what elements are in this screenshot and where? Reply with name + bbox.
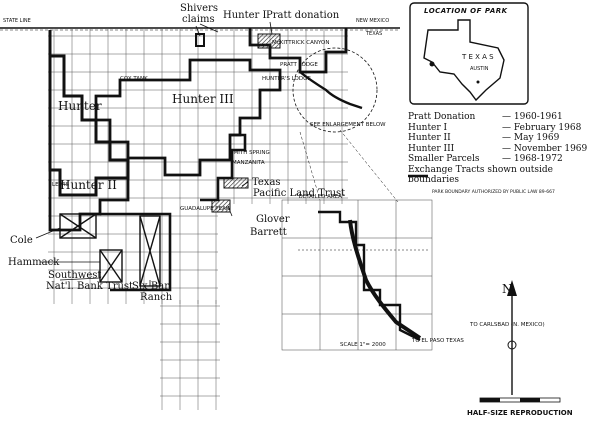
inset-austin-label: AUSTIN: [470, 66, 489, 72]
six-bar-label: Six-Bar: [132, 281, 169, 292]
enlargement-grid: [281, 199, 433, 351]
scale-label: SCALE 1"= 2000: [340, 342, 386, 348]
ranch-label: Ranch: [140, 292, 173, 303]
barrett-label: Barrett: [250, 227, 287, 238]
natl-bank-label: Nat'l. Bank Trust: [46, 281, 134, 292]
legend-key: Hunter I: [408, 122, 448, 133]
pacific-land-trust-label: Pacific Land Trust: [253, 188, 346, 199]
hunter-ii-label: Hunter II: [60, 178, 117, 192]
legend: Pratt Donation — 1960-1961 Hunter I — Febr…: [408, 112, 596, 198]
cole-label: Cole: [10, 235, 33, 246]
enlargement-canyon: [348, 219, 422, 340]
hunter-iii-label: Hunter III: [172, 92, 234, 106]
scale-bar: [479, 397, 561, 403]
glover-label: Glover: [256, 214, 290, 225]
legend-value: — 1960-1961: [502, 112, 563, 122]
shivers-claims-parcel: [195, 33, 205, 47]
section-grid: [48, 28, 348, 410]
detailed-area-label: "DETAILED AREA": [296, 194, 345, 200]
pratt-lodge-label: PRATT LODGE: [280, 62, 318, 68]
legend-value: — 1968-1972: [502, 154, 563, 164]
smith-spring-label: SMITH SPRING: [230, 150, 270, 156]
texas-line-label: TEXAS: [366, 31, 383, 37]
glover-parcel: [211, 199, 231, 213]
enlargement-circle: [292, 47, 378, 133]
cox-tank-label: COX TANK: [120, 76, 148, 82]
texas-inset: [409, 2, 529, 105]
manzanita-label: MANZANITA: [232, 160, 265, 166]
to-carlsbad-label: TO CARLSBAD (N. MEXICO): [470, 322, 545, 328]
enlargement-boundary: [318, 210, 421, 342]
mckittrick-canyon-road: [299, 71, 363, 110]
half-size-caption: HALF-SIZE REPRODUCTION: [467, 409, 573, 417]
legend-key: Hunter II: [408, 133, 451, 143]
texas-pacific-parcel: [223, 177, 249, 189]
hunters-lodge-label: HUNTER'S LODGE: [262, 76, 311, 82]
six-bar-boundary: [100, 212, 172, 292]
hammack-label: Hammack: [8, 257, 60, 268]
inset-texas-label: T E X A S: [462, 53, 494, 61]
hunter-west-label: Hunter: [58, 99, 102, 113]
guadalupe-peak-label: GUADALUPE PEAK: [180, 206, 230, 212]
legend-key: Pratt Donation: [408, 112, 476, 122]
leader-lines: [35, 21, 273, 286]
inset-title: LOCATION OF PARK: [424, 7, 508, 15]
legend-value: — May 1969: [502, 133, 560, 143]
legend-key: Hunter III: [408, 143, 455, 154]
legend-value: — February 1968: [502, 122, 582, 133]
pratt-donation-label: Pratt donation: [266, 10, 340, 21]
north-arrow: [507, 280, 517, 395]
east-boundary: [200, 133, 247, 202]
southwest-label: Southwest: [48, 270, 102, 281]
to-el-paso-label: TO EL PASO TEXAS: [412, 338, 464, 344]
texas-pacific-label: Texas: [252, 177, 281, 188]
mckittrick-label: McKITTRICK CANYON: [272, 40, 330, 46]
legend-row: Hunter II — May 1969: [408, 133, 596, 144]
claims-label: claims: [182, 14, 215, 25]
legend-row: Hunter I — February 1968: [408, 123, 596, 134]
legend-row: Pratt Donation — 1960-1961: [408, 112, 596, 123]
hunter-west-boundary: [48, 30, 130, 197]
pratt-donation-parcel: [257, 33, 281, 49]
see-enlargement-label: SEE ENLARGEMENT BELOW: [310, 122, 386, 128]
lewis-label: LEWIS: [52, 182, 70, 188]
state-line-label: STATE LINE: [3, 18, 31, 24]
legend-value: — November 1969: [502, 143, 588, 154]
shivers-label: Shivers: [180, 3, 218, 14]
legend-exchange: Exchange Tracts shown outside boundaries: [408, 164, 554, 186]
north-label: N: [502, 282, 513, 296]
legend-row: Hunter III — November 1969: [408, 144, 596, 155]
new-mexico-label: NEW MEXICO: [356, 18, 390, 24]
hunter-i-label: Hunter I: [223, 10, 267, 21]
legend-key: Smaller Parcels: [408, 154, 480, 164]
legend-row: Smaller Parcels — 1968-1972: [408, 154, 596, 165]
legend-boundary-note: PARK BOUNDARY AUTHORIZED BY PUBLIC LAW 8…: [432, 189, 555, 195]
